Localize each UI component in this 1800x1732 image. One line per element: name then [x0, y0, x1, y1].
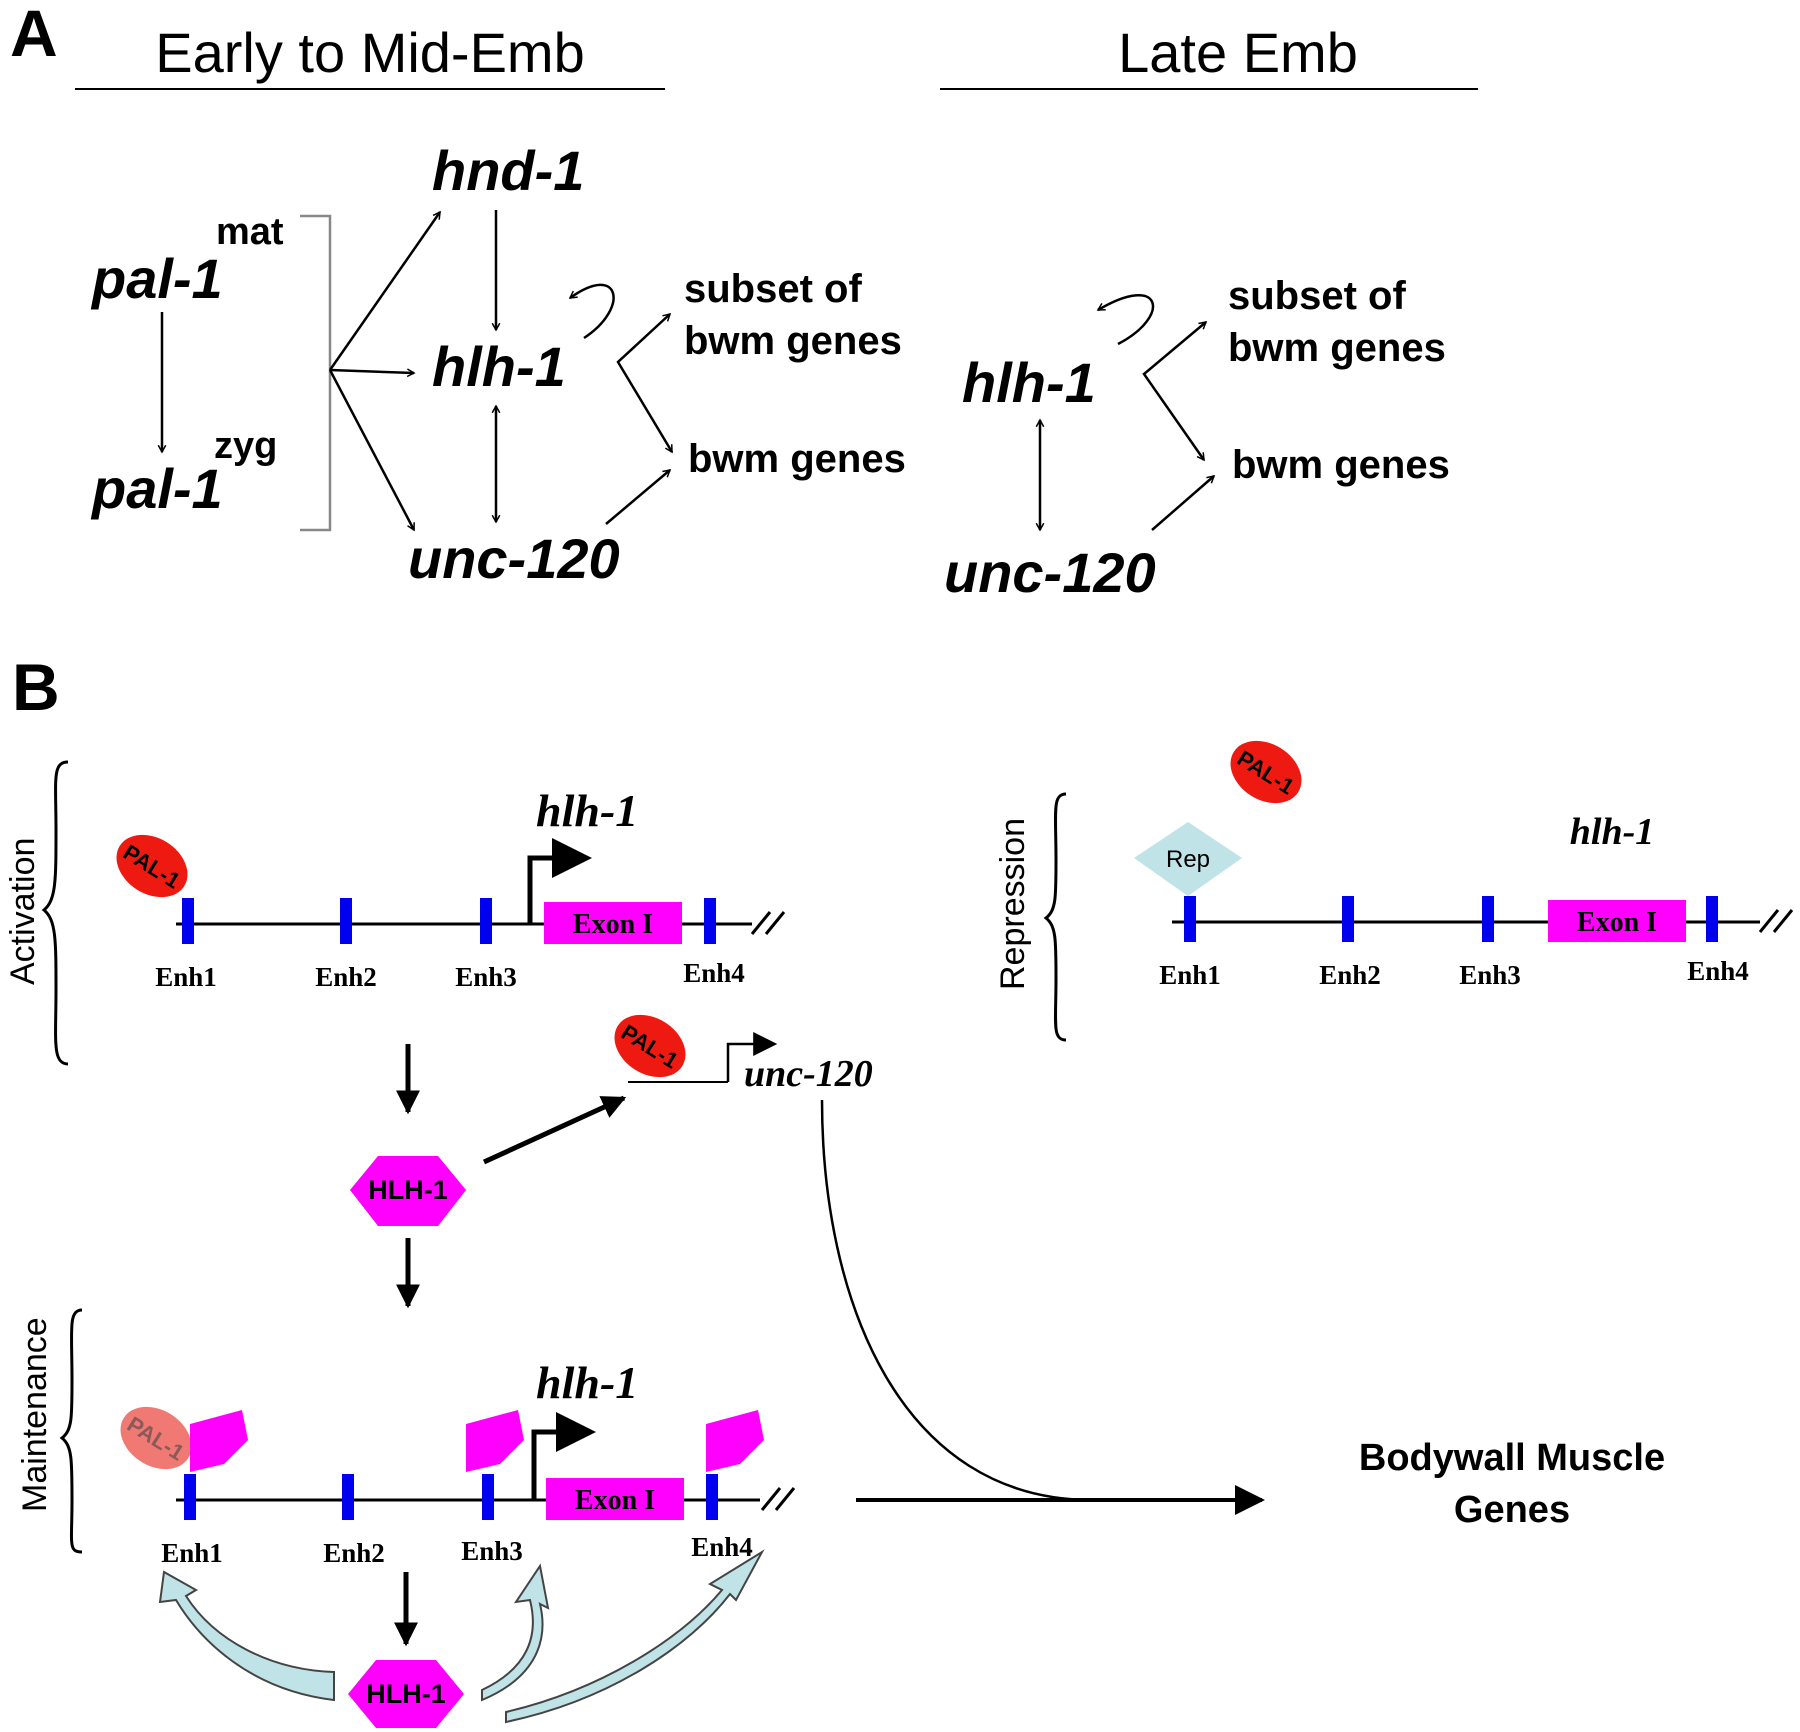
- panel-a-label: A: [10, 0, 58, 70]
- hlh1-protein-middle: [350, 1156, 466, 1226]
- arrow-pal1-to-unc120: [328, 369, 416, 530]
- early-stage-title: Early to Mid-Emb: [155, 21, 584, 84]
- subset-bwm-line2: bwm genes: [684, 319, 902, 363]
- late-gene-hlh1: hlh-1: [962, 351, 1096, 414]
- maternal-superscript: mat: [216, 211, 284, 253]
- maintenance-dna-break: [760, 1487, 796, 1511]
- unc120-tss-arrow: [726, 1032, 778, 1082]
- activation-pal1-protein: PAL-1: [116, 834, 188, 898]
- arrow-hlh1-autoregulation: [570, 283, 615, 340]
- repression-enh1: [1184, 896, 1196, 942]
- activation-enh2: [340, 898, 352, 944]
- repression-enh4-label: Enh4: [1687, 956, 1749, 986]
- maintenance-enh1: [184, 1474, 196, 1520]
- gene-pal1-zygotic: pal-1: [90, 457, 223, 520]
- activation-tss-arrow: [527, 838, 592, 924]
- maintenance-enh2: [342, 1474, 354, 1520]
- arrow-hlh1-to-targets: [616, 314, 674, 452]
- repression-gene-name: hlh-1: [1570, 811, 1654, 853]
- repression-pal1-protein: PAL-1: [1230, 740, 1302, 804]
- activation-dna-break: [750, 911, 786, 935]
- maintenance-gene-name: hlh-1: [536, 1357, 638, 1408]
- arrow-unc120-to-bwm: [605, 470, 670, 525]
- zygotic-superscript: zyg: [214, 425, 277, 467]
- repression-enh2: [1342, 896, 1354, 942]
- feedback-arrow-to-enh4: [505, 1549, 765, 1724]
- repression-exon: [1548, 900, 1686, 942]
- maintenance-tss-arrow: [531, 1412, 596, 1500]
- bwm-genes: bwm genes: [688, 437, 906, 481]
- gene-pal1-maternal: pal-1: [90, 247, 223, 310]
- repression-enh3-label: Enh3: [1459, 960, 1521, 990]
- late-arrow-hlh1-autoregulation: [1098, 293, 1155, 346]
- arrow-hlh1-to-unc120: [482, 1095, 627, 1165]
- activation-brace: [41, 760, 69, 1066]
- maintenance-enh1-label: Enh1: [161, 1538, 223, 1568]
- maintenance-brace: [59, 1308, 83, 1554]
- maintenance-hlh1-bound-enh1: [190, 1410, 248, 1472]
- maintenance-pal1-protein: PAL-1: [120, 1406, 192, 1470]
- repression-enh2-label: Enh2: [1319, 960, 1381, 990]
- late-stage-title: Late Emb: [1118, 21, 1358, 84]
- arrow-unc120-to-bodywall: [820, 1099, 1093, 1502]
- repression-enh3: [1482, 896, 1494, 942]
- repression-enh4: [1706, 896, 1718, 942]
- unc120-gene-name: unc-120: [744, 1053, 873, 1095]
- bodywall-genes-line1: Bodywall Muscle: [1359, 1437, 1665, 1479]
- activation-exon-label: Exon I: [573, 909, 653, 940]
- feedback-arrow-to-enh3: [481, 1563, 550, 1702]
- maintenance-enh4-label: Enh4: [691, 1532, 753, 1562]
- late-bwm-genes: bwm genes: [1232, 443, 1450, 487]
- feedback-arrow-to-enh1: [158, 1570, 335, 1702]
- panel-b-label: B: [12, 650, 60, 724]
- hlh1-protein-bottom: [348, 1660, 464, 1728]
- maintenance-enh3: [482, 1474, 494, 1520]
- activation-enh4-label: Enh4: [683, 958, 745, 988]
- maintenance-label: Maintenance: [16, 1317, 54, 1512]
- activation-enh1: [182, 898, 194, 944]
- late-arrow-hlh1-to-targets: [1142, 322, 1206, 460]
- hlh1-protein-middle-label: HLH-1: [368, 1175, 448, 1205]
- repression-dna-break: [1758, 909, 1794, 933]
- late-subset-bwm-line2: bwm genes: [1228, 326, 1446, 370]
- late-subset-bwm-line1: subset of: [1228, 274, 1406, 318]
- maintenance-exon: [546, 1478, 684, 1520]
- maintenance-enh3-label: Enh3: [461, 1536, 523, 1566]
- bodywall-genes-line2: Genes: [1454, 1489, 1570, 1531]
- subset-bwm-line1: subset of: [684, 267, 862, 311]
- rep-repressor-label: Rep: [1166, 846, 1210, 873]
- maintenance-enh4: [706, 1474, 718, 1520]
- late-arrow-unc120-to-bwm: [1151, 476, 1214, 531]
- gene-hlh1: hlh-1: [432, 335, 566, 398]
- maintenance-hlh1-bound-enh3: [466, 1410, 524, 1472]
- rep-repressor-protein: [1134, 822, 1242, 896]
- pal1-bracket: [300, 214, 332, 532]
- activation-exon: [544, 902, 682, 944]
- activation-enh4: [704, 898, 716, 944]
- repression-label: Repression: [994, 818, 1032, 990]
- hlh1-protein-bottom-label: HLH-1: [366, 1679, 446, 1709]
- gene-unc120: unc-120: [408, 527, 620, 590]
- unc120-pal1-protein: PAL-1: [614, 1014, 686, 1078]
- arrow-pal1-to-hlh1: [329, 370, 414, 373]
- repression-enh1-label: Enh1: [1159, 960, 1221, 990]
- maintenance-hlh1-bound-enh4: [706, 1410, 764, 1472]
- repression-exon-label: Exon I: [1577, 907, 1657, 938]
- activation-gene-name: hlh-1: [536, 785, 638, 836]
- activation-enh3: [480, 898, 492, 944]
- maintenance-exon-label: Exon I: [575, 1485, 655, 1516]
- repression-brace: [1043, 792, 1067, 1042]
- arrow-pal1-to-hnd1: [328, 212, 442, 371]
- maintenance-enh2-label: Enh2: [323, 1538, 385, 1568]
- activation-enh1-label: Enh1: [155, 962, 217, 992]
- late-gene-unc120: unc-120: [944, 541, 1156, 604]
- activation-label: Activation: [4, 838, 42, 985]
- activation-enh2-label: Enh2: [315, 962, 377, 992]
- activation-enh3-label: Enh3: [455, 962, 517, 992]
- gene-hnd1: hnd-1: [432, 139, 584, 202]
